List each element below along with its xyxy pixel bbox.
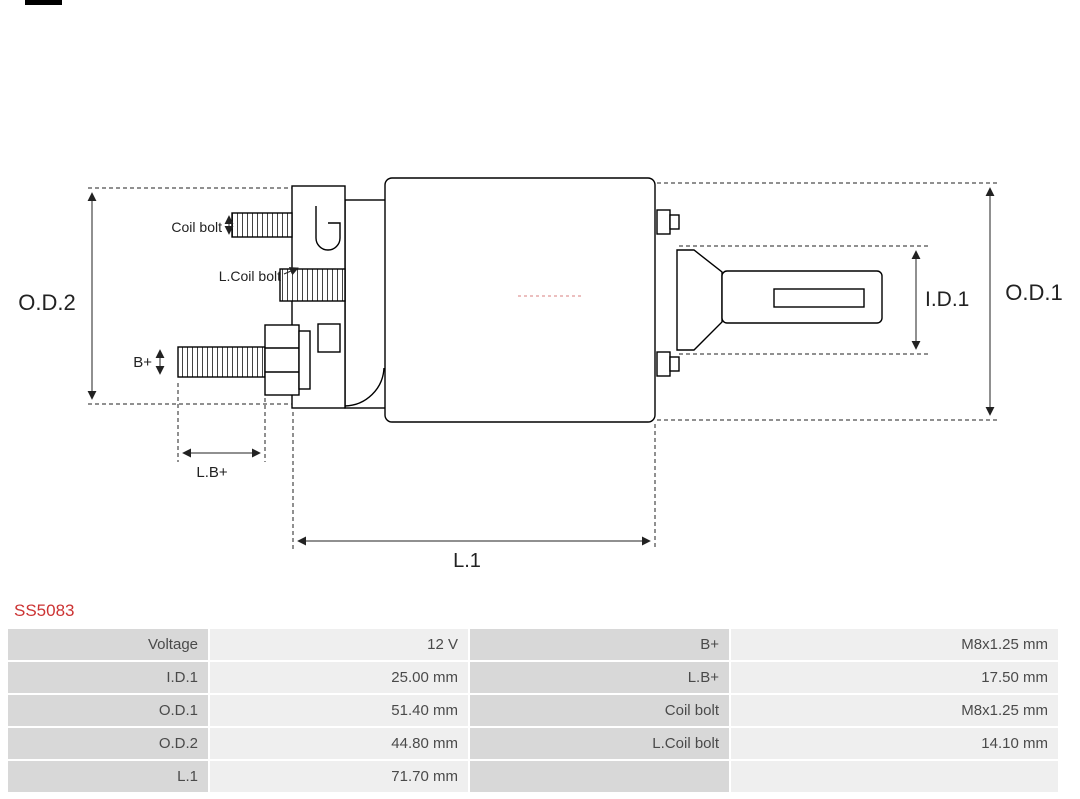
spec-label-l1: L.1: [8, 761, 208, 792]
b-plus-stud: [177, 346, 266, 378]
spec-value-voltage: 12 V: [210, 629, 468, 660]
label-od2: O.D.2: [18, 290, 75, 315]
spec-value-od2: 44.80 mm: [210, 728, 468, 759]
spec-value-lb-plus: 17.50 mm: [731, 662, 1058, 693]
coil-bolt-bushing: [279, 268, 346, 302]
dim-od1: [657, 182, 998, 421]
diagram-area: O.D.2 O.D.1 I.D.1 L.1 L.B+ B+ Coil bolt …: [18, 177, 1063, 572]
spec-label-od2: O.D.2: [8, 728, 208, 759]
dimension-lines: [87, 182, 998, 550]
spec-label-b-plus: B+: [470, 629, 729, 660]
label-l-coil-bolt: L.Coil bolt: [219, 268, 281, 284]
b-plus-nut: [264, 324, 300, 396]
label-od1: O.D.1: [1005, 280, 1062, 305]
spec-value-l1: 71.70 mm: [210, 761, 468, 792]
label-id1: I.D.1: [925, 288, 969, 311]
dim-l1: [292, 412, 656, 550]
spec-value-empty: [731, 761, 1058, 792]
cap-stud-bottom: [656, 351, 671, 377]
spec-value-l-coil-bolt: 14.10 mm: [731, 728, 1058, 759]
label-l1: L.1: [453, 550, 481, 572]
spec-label-voltage: Voltage: [8, 629, 208, 660]
cap-stud-top: [656, 209, 671, 235]
spec-value-id1: 25.00 mm: [210, 662, 468, 693]
label-coil-bolt: Coil bolt: [171, 219, 222, 235]
spec-label-id1: I.D.1: [8, 662, 208, 693]
cap-stud-top-tip: [669, 214, 680, 230]
terminal-hook: [315, 206, 341, 251]
spec-value-od1: 51.40 mm: [210, 695, 468, 726]
solenoid-diagram: O.D.2 O.D.1 I.D.1 L.1 L.B+ B+ Coil bolt …: [18, 177, 1063, 572]
plunger-slot: [773, 288, 865, 308]
nut-facets: [265, 347, 299, 373]
b-plus-spacer: [317, 323, 341, 353]
dim-od2: [87, 187, 292, 405]
product-code-title: SS5083: [14, 601, 75, 620]
spec-value-coil-bolt: M8x1.25 mm: [731, 695, 1058, 726]
cap-stud-bottom-tip: [669, 356, 680, 372]
label-lb-plus: L.B+: [196, 464, 228, 481]
spec-label-od1: O.D.1: [8, 695, 208, 726]
bottom-arc: [344, 367, 385, 407]
spec-value-b-plus: M8x1.25 mm: [731, 629, 1058, 660]
leader-l-coil-bolt: [283, 267, 299, 276]
dim-lb-plus: [177, 383, 266, 462]
solenoid-body-group: [177, 177, 883, 423]
coil-bolt-stud: [231, 212, 293, 238]
spec-label-empty: [470, 761, 729, 792]
spec-label-lb-plus: L.B+: [470, 662, 729, 693]
label-b-plus: B+: [133, 354, 152, 371]
dim-id1: [679, 245, 928, 355]
spec-table: Voltage 12 V B+ M8x1.25 mm I.D.1 25.00 m…: [8, 629, 1058, 792]
b-plus-washer: [298, 330, 311, 390]
main-cylinder: [384, 177, 656, 423]
logo-mark: [25, 0, 62, 5]
spec-label-coil-bolt: Coil bolt: [470, 695, 729, 726]
plunger-cone: [676, 249, 723, 351]
spec-label-l-coil-bolt: L.Coil bolt: [470, 728, 729, 759]
step-section: [344, 199, 391, 409]
